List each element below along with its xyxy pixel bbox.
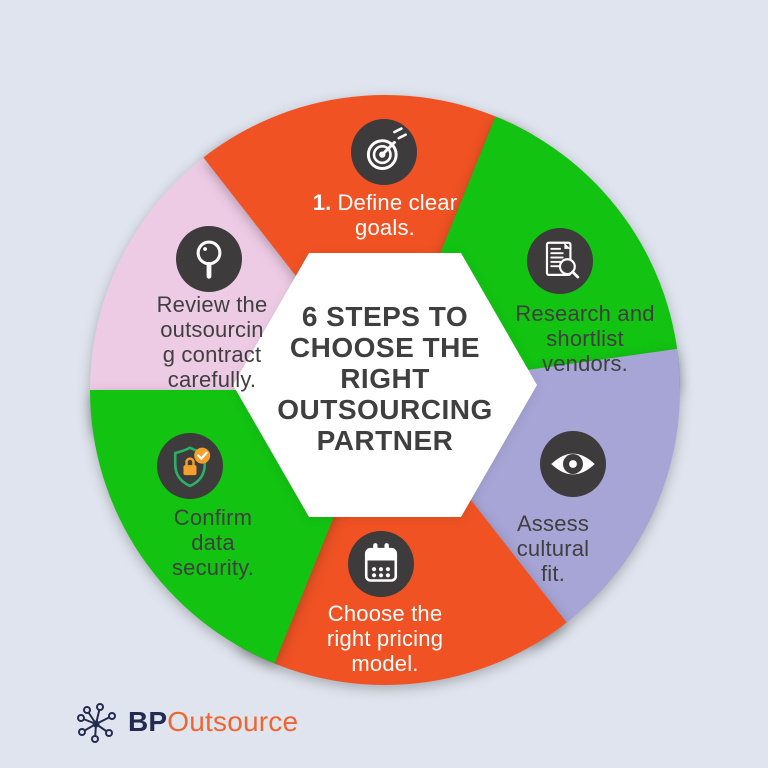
calendar-icon	[348, 531, 414, 597]
step-3-text: Assess cultural fit.	[516, 511, 590, 586]
magnifier-icon	[176, 226, 242, 292]
step-2-label: Research and shortlist vendors.	[505, 301, 665, 376]
logo-bp-text: BP	[128, 706, 168, 737]
sector-step-4-orange	[237, 390, 567, 686]
logo-wordmark: BPOutsource	[128, 706, 298, 738]
step-2-text: Research and shortlist vendors.	[515, 301, 655, 376]
shield-lock-icon	[157, 433, 223, 499]
step-3-label: Assess cultural fit.	[483, 511, 623, 586]
target-icon	[351, 119, 417, 185]
step-4-label: Choose the right pricing model.	[300, 601, 470, 676]
network-icon	[77, 703, 116, 743]
step-1-number: 1.	[312, 190, 332, 215]
step-6-label: Review the outsourcin g contract careful…	[137, 292, 287, 392]
step-5-label: Confirm data security.	[143, 505, 283, 580]
logo-outsource-text: Outsource	[167, 706, 299, 737]
sector-step-1-orange	[203, 94, 533, 391]
brand-logo: BPOutsource	[76, 700, 298, 744]
step-1-label: 1.Define clear goals.	[275, 190, 495, 240]
step-5-text: Confirm data security.	[171, 505, 255, 580]
step-6-text: Review the outsourcin g contract careful…	[156, 292, 268, 392]
eye-icon	[540, 431, 606, 497]
page-title: 6 STEPS TO CHOOSE THE RIGHT OUTSOURCING …	[277, 301, 493, 456]
step-4-text: Choose the right pricing model.	[326, 601, 444, 676]
document-search-icon	[527, 228, 593, 294]
center-hexagon	[233, 253, 537, 517]
step-1-text: Define clear goals.	[337, 190, 458, 240]
